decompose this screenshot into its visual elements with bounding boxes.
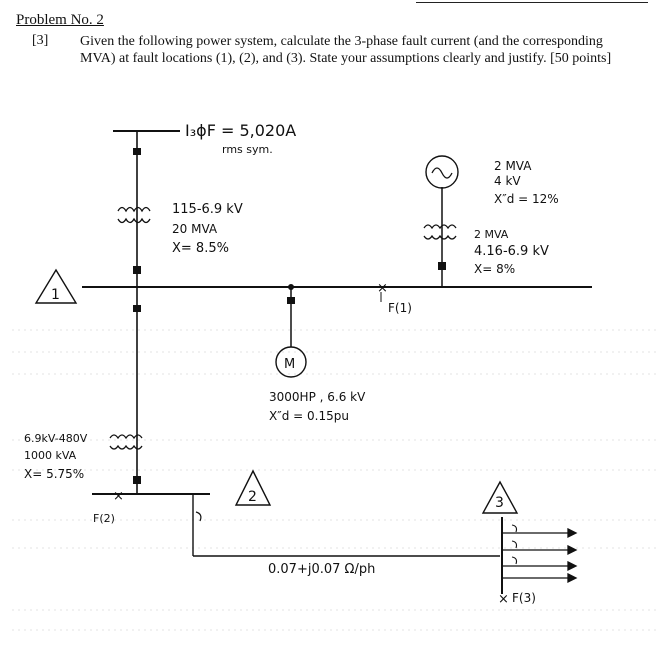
fault-3-mark: × <box>498 592 509 607</box>
breaker-generator <box>438 262 446 270</box>
breaker-t3-low <box>133 476 141 484</box>
transformer3-reactance: X= 5.75% <box>24 467 84 481</box>
top-rule <box>416 2 648 3</box>
transformer1-reactance: X= 8.5% <box>172 241 229 256</box>
transformer1-mva: 20 MVA <box>172 222 218 236</box>
breaker-motor <box>287 297 295 304</box>
transformer1-symbol <box>117 206 151 224</box>
breaker-source <box>133 148 141 155</box>
bus-1-marker <box>34 268 78 304</box>
generator-symbol <box>425 155 459 189</box>
bus-3-label: 3 <box>495 495 504 511</box>
generator-sine-icon <box>431 167 453 179</box>
breaker-t1-low <box>133 266 141 274</box>
source-fault-note: rms sym. <box>222 143 273 156</box>
source-fault-current: I₃ϕF = 5,020A <box>185 121 296 140</box>
background-guide-lines <box>12 329 660 631</box>
line-impedance: 0.07+j0.07 Ω/ph <box>268 562 375 577</box>
question-text: Given the following power system, calcul… <box>80 34 612 66</box>
problem-title: Problem No. 2 <box>16 12 104 28</box>
motor-reactance: X″d = 0.15pu <box>269 409 349 423</box>
transformer2-rating: 4.16-6.9 kV <box>474 244 549 259</box>
generator-mva: 2 MVA <box>494 159 532 173</box>
breaker-bus1-feeder <box>133 305 141 312</box>
fault-1-mark: × <box>377 281 388 296</box>
feeder-breaker-hook <box>195 511 202 522</box>
transformer2-symbol <box>423 224 457 240</box>
fault-1-label: F(1) <box>388 301 412 315</box>
fault-3-label: F(3) <box>512 591 536 605</box>
transformer2-reactance: X= 8% <box>474 262 515 276</box>
motor-letter: M <box>284 357 295 372</box>
load-feeders <box>502 527 578 584</box>
motor-tap-dot <box>288 284 294 290</box>
bus-3-marker <box>481 480 519 514</box>
bus-1-label: 1 <box>51 287 60 303</box>
transformer3-symbol <box>109 434 143 450</box>
transformer2-mva: 2 MVA <box>474 228 509 241</box>
transformer3-rating: 6.9kV-480V <box>24 432 88 445</box>
generator-reactance: X″d = 12% <box>494 192 559 206</box>
transformer1-rating: 115-6.9 kV <box>172 202 243 217</box>
motor-symbol <box>275 346 307 378</box>
bus-2-label: 2 <box>248 489 257 505</box>
transformer3-kva: 1000 kVA <box>24 449 77 462</box>
fault-2-mark: × <box>113 489 124 504</box>
question-number: [3] <box>32 33 49 48</box>
fault-2-label: F(2) <box>93 512 115 525</box>
generator-kv: 4 kV <box>494 174 521 188</box>
load-breaker-hooks <box>511 524 518 565</box>
bus-2-marker <box>234 469 272 506</box>
motor-rating: 3000HP , 6.6 kV <box>269 390 366 404</box>
